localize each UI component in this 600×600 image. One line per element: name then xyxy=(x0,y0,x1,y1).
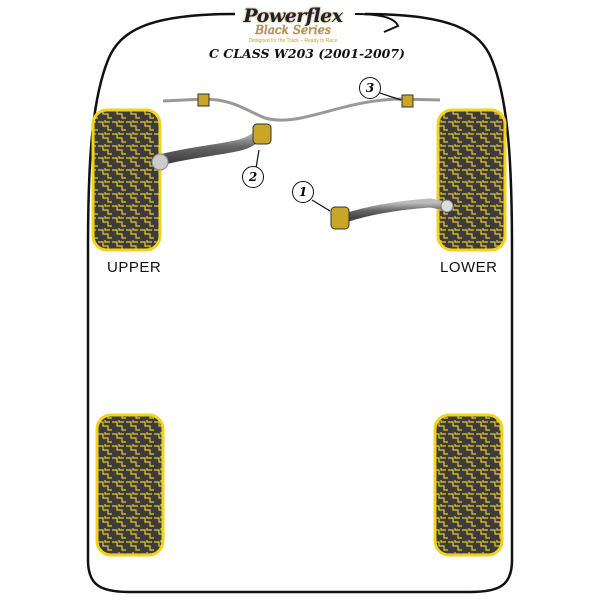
model-title: C CLASS W203 (2001-2007) xyxy=(209,46,405,61)
wheel-rear-left xyxy=(95,413,165,557)
anti-roll-bar-bush-right xyxy=(401,94,414,108)
upper-arm xyxy=(154,127,268,166)
callout-1[interactable]: 1 xyxy=(292,181,314,203)
upper-arm-bush xyxy=(252,123,272,145)
anti-roll-bar-bush-left xyxy=(197,93,210,107)
wheel-front-right xyxy=(436,108,507,252)
car-body-outline xyxy=(86,12,514,594)
lower-arm xyxy=(340,198,451,223)
wheel-rear-right xyxy=(433,413,504,557)
powerflex-logo: Powerflex Black Series Designed for the … xyxy=(243,5,343,44)
callout-2[interactable]: 2 xyxy=(242,166,264,188)
wheel-front-left xyxy=(91,108,162,252)
lower-label: LOWER xyxy=(440,259,498,276)
upper-label: UPPER xyxy=(107,259,162,276)
callout-3[interactable]: 3 xyxy=(359,77,381,99)
lower-arm-bush xyxy=(330,206,350,230)
anti-roll-bar xyxy=(162,97,441,122)
